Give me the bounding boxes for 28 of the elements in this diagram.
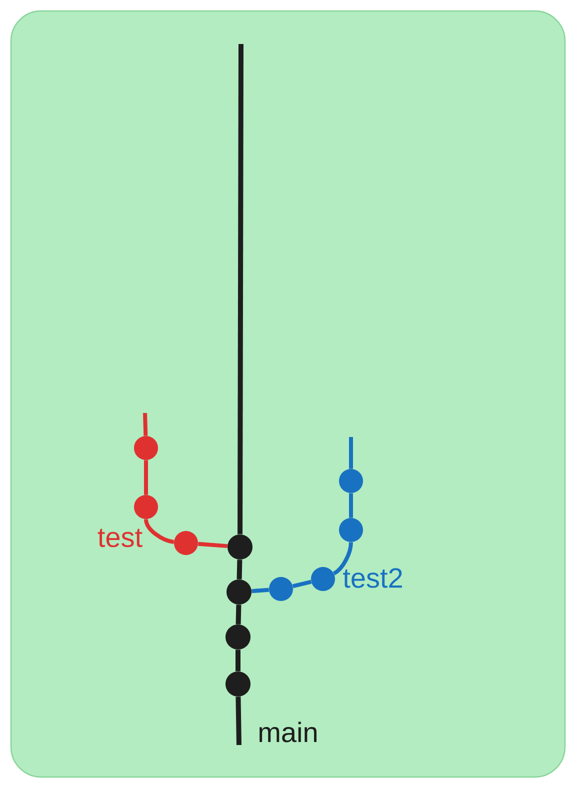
commit-dot (269, 577, 293, 601)
branch-line (332, 542, 353, 576)
branch-label: main (260, 722, 317, 742)
branch-line (292, 580, 312, 588)
commit-dot (339, 518, 363, 542)
branch-line (143, 412, 148, 436)
branch-line (236, 560, 242, 580)
commit-dot (226, 580, 252, 604)
commit-dot (134, 495, 158, 519)
commit-dot (174, 531, 198, 555)
commit-dot (311, 567, 335, 591)
branch-line (252, 588, 269, 594)
commit-dot (226, 624, 250, 650)
commit-dot (339, 469, 363, 493)
branch-line (236, 696, 242, 746)
branch-line (349, 493, 353, 518)
branch-line (349, 437, 353, 469)
branch-line (236, 604, 242, 624)
commit-dot (226, 672, 250, 696)
commit-dot (228, 534, 252, 560)
branch-line (144, 518, 174, 544)
commit-dot (134, 436, 158, 460)
branch-line (238, 44, 244, 534)
branch-line (144, 460, 148, 495)
branch-line (236, 650, 240, 672)
branch-line (198, 542, 228, 548)
branch-label: test2 (343, 568, 402, 588)
branch-label: test (98, 528, 142, 548)
